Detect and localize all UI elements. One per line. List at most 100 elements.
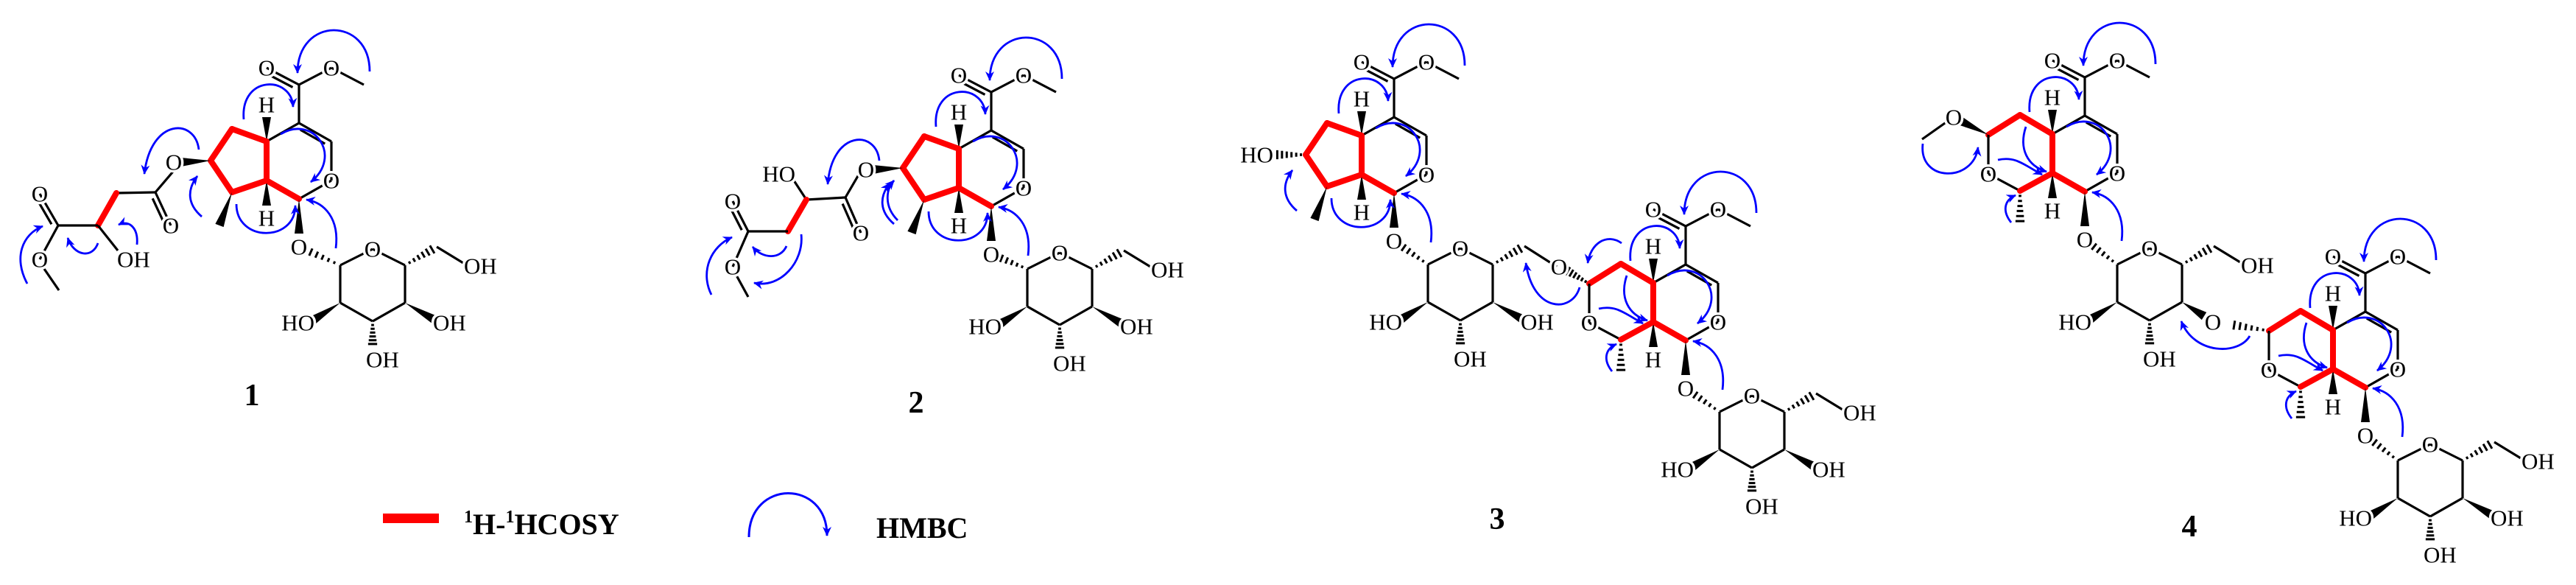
atom-label-OH: OH bbox=[1812, 457, 1845, 483]
double-bond bbox=[2334, 262, 2360, 277]
atom-label-OH: OH bbox=[1843, 400, 1876, 426]
wedge-bond bbox=[311, 303, 340, 324]
cosy-legend-swatch bbox=[383, 514, 439, 523]
bond bbox=[154, 161, 183, 194]
hmbc-arrow bbox=[188, 175, 203, 218]
atom-label-O: O bbox=[1551, 254, 1567, 280]
atom-label-O: O bbox=[2109, 48, 2125, 74]
atom-label-O: O bbox=[2142, 236, 2158, 262]
bond bbox=[1393, 116, 1427, 137]
hashed-bond bbox=[367, 323, 378, 346]
wedge-bond bbox=[2329, 369, 2337, 394]
double-bond bbox=[2053, 66, 2080, 81]
atom-label-O: O bbox=[32, 181, 48, 207]
bond bbox=[1719, 448, 1753, 469]
bond bbox=[96, 225, 119, 251]
hmbc-arrow bbox=[753, 234, 803, 290]
bond bbox=[1059, 251, 1093, 270]
cosy-bond bbox=[2298, 366, 2336, 390]
double-bond bbox=[1654, 214, 1681, 230]
atom-label-O: O bbox=[1710, 197, 1726, 223]
wedge-bond bbox=[262, 117, 271, 141]
hmbc-arrow bbox=[66, 237, 99, 255]
bond bbox=[990, 74, 1024, 94]
atom-label-O: O bbox=[1744, 383, 1760, 409]
bond bbox=[2149, 247, 2183, 266]
bond bbox=[1717, 208, 1751, 228]
atom-label-O: O bbox=[1946, 105, 1962, 130]
hmbc-legend-arrow-icon bbox=[747, 492, 831, 538]
atom-label-O: O bbox=[2357, 423, 2373, 449]
wedge-bond bbox=[405, 303, 437, 324]
bond bbox=[844, 197, 862, 234]
bond bbox=[844, 170, 862, 198]
atom-label-H: H bbox=[258, 92, 275, 118]
bond bbox=[1685, 263, 1719, 284]
bond bbox=[1751, 394, 1785, 413]
bond bbox=[2084, 172, 2118, 193]
bond bbox=[38, 193, 60, 226]
bond bbox=[734, 273, 750, 298]
compound-number-4: 4 bbox=[2182, 510, 2197, 544]
bond bbox=[2365, 255, 2399, 275]
bond bbox=[792, 180, 808, 200]
atom-label-H: H bbox=[1645, 347, 1661, 373]
atom-label-HO: HO bbox=[2339, 505, 2372, 531]
atom-label-O: O bbox=[323, 168, 339, 194]
hashed-bond bbox=[2144, 323, 2155, 345]
atom-label-O: O bbox=[2325, 244, 2341, 270]
atom-label-O: O bbox=[1016, 63, 1032, 88]
wedge-bond bbox=[2329, 306, 2337, 330]
wedge-bond bbox=[1681, 340, 1690, 375]
double-bond bbox=[728, 206, 743, 231]
wedge-bond bbox=[2048, 173, 2057, 198]
bond bbox=[1059, 305, 1093, 326]
atom-label-H: H bbox=[2325, 281, 2341, 306]
atom-label-O: O bbox=[1418, 49, 1435, 75]
bond bbox=[731, 231, 750, 267]
atom-label-HO: HO bbox=[762, 161, 795, 187]
cosy-bond bbox=[1985, 112, 2023, 138]
bond bbox=[266, 66, 300, 86]
hmbc-arrow bbox=[935, 91, 990, 127]
bond bbox=[1719, 394, 1753, 413]
wedge-bond bbox=[2368, 498, 2398, 519]
bond bbox=[1588, 321, 1622, 341]
hmbc-arrow bbox=[118, 217, 138, 245]
cosy-bond bbox=[1324, 120, 1365, 139]
atom-label-OH: OH bbox=[1745, 494, 1778, 519]
wedge-bond bbox=[1310, 186, 1327, 222]
hashed-bond bbox=[1055, 327, 1065, 349]
hmbc-arrow bbox=[972, 135, 1018, 191]
cosy-bond bbox=[1324, 172, 1365, 189]
atom-label-H: H bbox=[2325, 394, 2341, 420]
hashed-bond bbox=[2015, 195, 2025, 223]
bond bbox=[2365, 368, 2399, 389]
bond bbox=[1751, 448, 1785, 469]
hashed-bond bbox=[2295, 390, 2306, 418]
atom-label-O: O bbox=[2261, 357, 2277, 383]
bond bbox=[1685, 208, 1719, 228]
atom-label-O: O bbox=[1581, 310, 1597, 336]
hmbc-arrow bbox=[2359, 217, 2438, 262]
atom-label-O: O bbox=[166, 150, 182, 175]
cosy-bond bbox=[2049, 170, 2088, 195]
cosy-bond bbox=[2017, 112, 2055, 137]
cosy-bond bbox=[95, 190, 119, 228]
bond bbox=[116, 191, 156, 195]
cosy-bond bbox=[2330, 366, 2368, 390]
wedge-bond bbox=[1398, 302, 1428, 323]
wedge-bond bbox=[998, 306, 1027, 328]
wedge-bond bbox=[987, 206, 996, 241]
bond bbox=[2429, 497, 2463, 518]
bond bbox=[1023, 74, 1057, 94]
bond bbox=[1123, 249, 1155, 270]
cosy-bond bbox=[229, 178, 270, 195]
atom-label-OH: OH bbox=[1521, 309, 1554, 335]
bond bbox=[806, 196, 846, 201]
hmbc-arrow bbox=[1623, 275, 1648, 323]
cosy-bond bbox=[921, 133, 962, 152]
hashed-bond bbox=[1747, 470, 1757, 492]
atom-label-H: H bbox=[951, 99, 967, 125]
